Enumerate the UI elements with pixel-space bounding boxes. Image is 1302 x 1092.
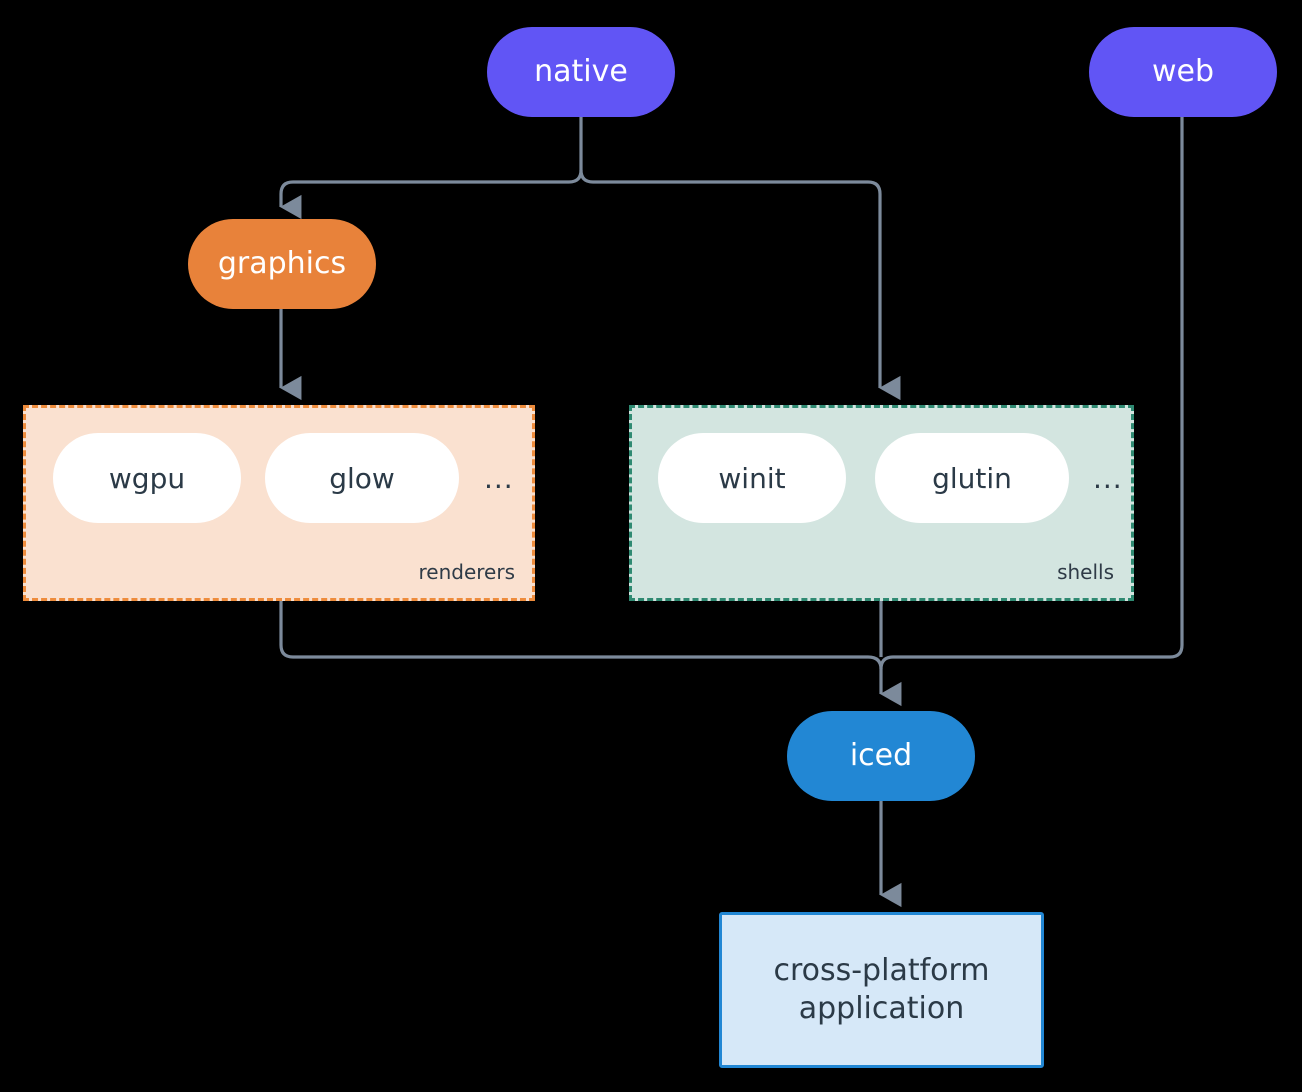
group-shells-label: shells xyxy=(1057,560,1114,584)
node-iced-label: iced xyxy=(849,737,913,773)
edge-renderers-to-iced xyxy=(279,601,868,659)
edge-web-to-iced xyxy=(893,117,1184,659)
renderers-overflow-ellipsis: ... xyxy=(484,462,514,495)
node-web[interactable]: web xyxy=(1089,27,1277,117)
node-application[interactable]: cross-platform application xyxy=(719,912,1044,1068)
edge-native-to-graphics-bus xyxy=(279,169,583,196)
group-shells[interactable]: winit glutin ... shells xyxy=(629,405,1134,601)
node-glow[interactable]: glow xyxy=(265,433,459,523)
node-glow-label: glow xyxy=(329,461,395,495)
node-wgpu[interactable]: wgpu xyxy=(53,433,241,523)
node-application-line1: cross-platform xyxy=(773,952,990,988)
node-glutin-label: glutin xyxy=(932,461,1012,495)
node-web-label: web xyxy=(1151,53,1215,89)
edge-native-to-shells xyxy=(579,117,901,401)
node-winit-label: winit xyxy=(718,461,786,495)
node-winit[interactable]: winit xyxy=(658,433,846,523)
node-application-line2: application xyxy=(798,991,965,1026)
edge-merge-to-iced xyxy=(867,655,902,707)
node-iced[interactable]: iced xyxy=(787,711,975,801)
node-glutin[interactable]: glutin xyxy=(875,433,1069,523)
node-native[interactable]: native xyxy=(487,27,675,117)
edge-merge-join-right xyxy=(879,655,894,670)
node-wgpu-label: wgpu xyxy=(108,461,186,495)
node-graphics-label: graphics xyxy=(217,245,347,281)
shells-overflow-ellipsis: ... xyxy=(1093,462,1123,495)
group-renderers-label: renderers xyxy=(418,560,516,584)
node-native-label: native xyxy=(534,53,628,89)
group-renderers[interactable]: wgpu glow ... renderers xyxy=(23,405,535,601)
node-graphics[interactable]: graphics xyxy=(188,219,376,309)
